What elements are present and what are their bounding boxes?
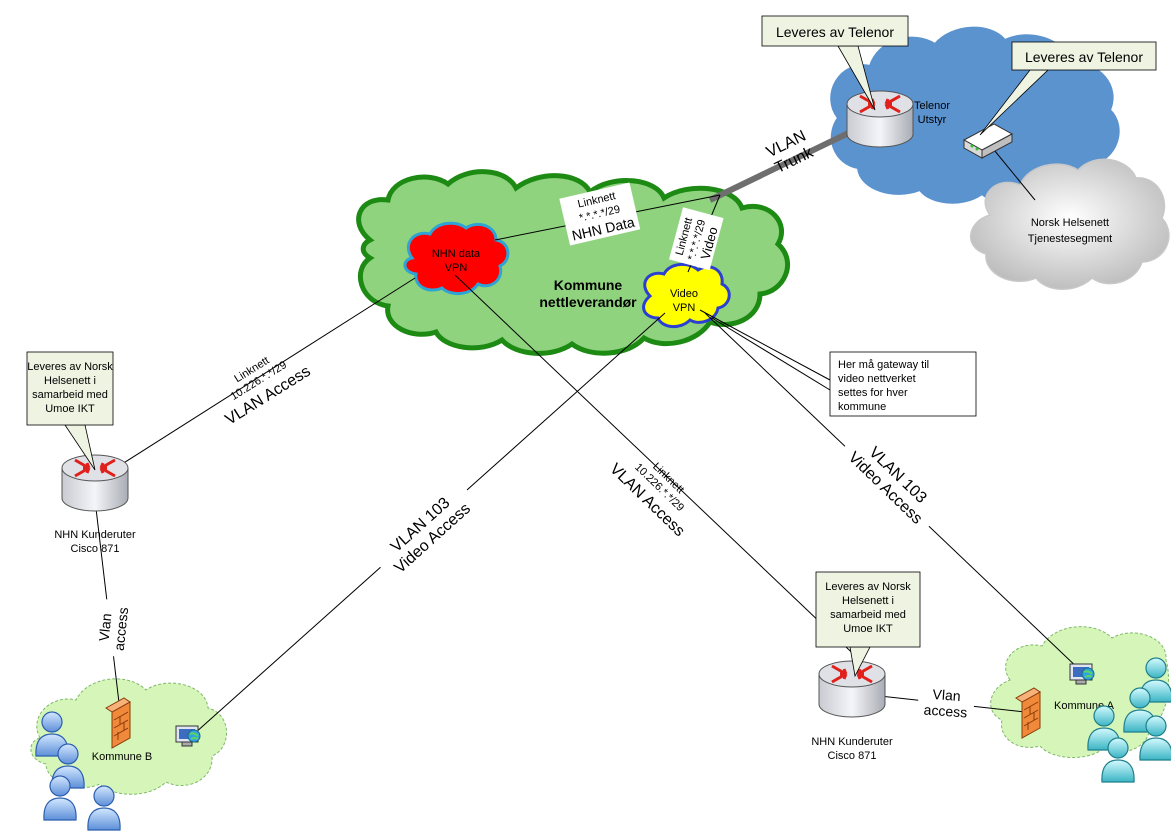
callout-telenor-router: Leveres av Telenor (761, 15, 909, 111)
video-access-left-label: VLAN 103 Video Access (371, 479, 482, 584)
svg-text:Umoe IKT: Umoe IKT (843, 623, 893, 635)
video-access-right-label: VLAN 103 Video Access (837, 428, 946, 535)
svg-text:Leveres av Telenor: Leveres av Telenor (1025, 49, 1143, 65)
svg-text:access: access (923, 701, 968, 720)
svg-text:Her må gateway til: Her må gateway til (838, 359, 929, 371)
video-cloud-label-1: Video (670, 288, 698, 300)
svg-text:Leveres av Telenor: Leveres av Telenor (776, 24, 894, 40)
svg-text:samarbeid med: samarbeid med (830, 609, 906, 621)
kommune-a-firewall-icon (1015, 687, 1041, 739)
nhn-data-cloud-label-1: NHN data (432, 248, 481, 260)
left-router-label-1: NHN Kunderuter (54, 529, 136, 541)
right-router (817, 659, 887, 719)
svg-text:kommune: kommune (838, 401, 886, 413)
video-cloud (642, 263, 731, 328)
svg-text:Leveres av Norsk: Leveres av Norsk (825, 581, 911, 593)
right-router-label-1: NHN Kunderuter (811, 736, 893, 748)
svg-text:Helsenett i: Helsenett i (842, 595, 894, 607)
svg-text:settes for hver: settes for hver (838, 387, 908, 399)
left-router-label-2: Cisco 871 (71, 543, 120, 555)
right-router-label-2: Cisco 871 (828, 750, 877, 762)
callout-telenor-equipment: Leveres av Telenor (979, 41, 1157, 136)
norsk-helsenett-label-1: Norsk Helsenett (1031, 217, 1109, 229)
svg-text:Helsenett i: Helsenett i (44, 375, 96, 387)
svg-text:access: access (111, 606, 131, 651)
vlan-access-b-label: Vlan access (94, 598, 132, 658)
right-access-label: Linknett 10.226.*.*/29 VLAN Access (606, 460, 688, 540)
linknett-nhn-data-label: Linknett *.*.*.*/29 NHN Data (559, 182, 641, 246)
right-access-link (454, 274, 866, 666)
telenor-cloud-label-1: Telenor (914, 100, 950, 112)
norsk-helsenett-label-2: Tjenestesegment (1028, 233, 1112, 245)
nhn-data-cloud (403, 221, 510, 295)
norsk-helsenett-cloud (969, 158, 1170, 290)
nhn-data-cloud-label-2: VPN (445, 262, 468, 274)
kommune-b-label: Kommune B (92, 751, 153, 763)
trunk-link (708, 122, 867, 203)
telenor-cloud-label-2: Utstyr (918, 114, 947, 126)
telenor-equipment-link (989, 144, 1036, 201)
kommune-a-video-terminal-icon (1069, 663, 1095, 685)
kommune-b-video-terminal-icon (175, 725, 201, 747)
vlan-access-a-label: Vlan access (917, 684, 976, 720)
video-cloud-label-2: VPN (673, 302, 696, 314)
left-router (60, 453, 130, 513)
kommune-cloud-label-1: Kommune (554, 277, 623, 293)
svg-text:Umoe IKT: Umoe IKT (45, 403, 95, 415)
svg-text:Vlan: Vlan (96, 612, 115, 642)
kommune-b-firewall-icon (105, 697, 131, 749)
svg-text:video nettverket: video nettverket (838, 373, 916, 385)
gateway-note-line-1 (699, 309, 831, 381)
gateway-note-line-2 (711, 317, 831, 391)
kommune-cloud-label-2: nettleverandør (539, 294, 637, 310)
left-access-link (99, 277, 416, 479)
svg-text:Leveres av Norsk: Leveres av Norsk (27, 361, 113, 373)
svg-text:samarbeid med: samarbeid med (32, 389, 108, 401)
callout-nhn-left: Leveres av Norsk Helsenett i samarbeid m… (26, 351, 114, 471)
svg-text:Vlan: Vlan (932, 686, 961, 704)
callout-nhn-right: Leveres av Norsk Helsenett i samarbeid m… (815, 571, 921, 678)
gateway-note: Her må gateway til video nettverket sett… (829, 351, 977, 417)
telenor-router (845, 89, 915, 149)
linknett-video-label: Linknett *.*.*.*/29 Video (669, 207, 724, 271)
